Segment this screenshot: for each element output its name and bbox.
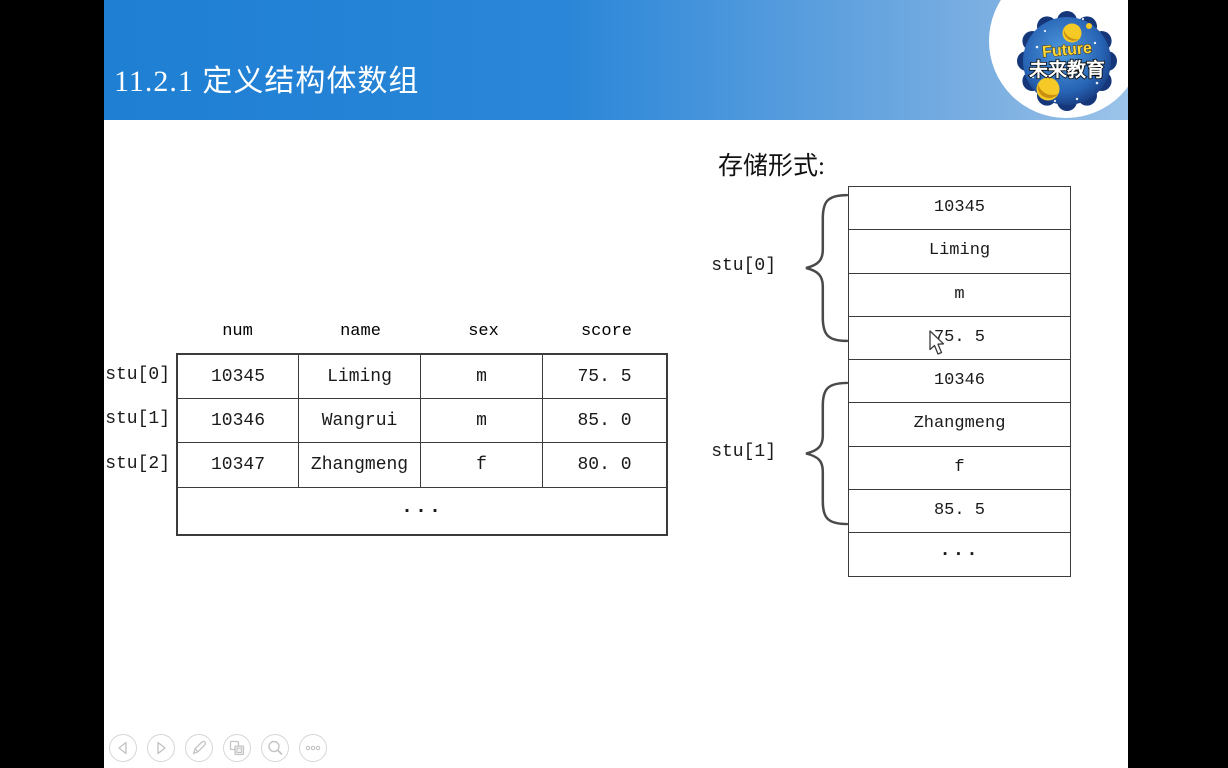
memory-cells-column: 10345 Liming m 75. 5 10346 Zhangmeng f 8… xyxy=(848,186,1071,577)
logo-text-en: Future xyxy=(1042,40,1093,61)
table-cell: m xyxy=(421,399,543,443)
memory-ellipsis-cell: ··· xyxy=(939,543,980,566)
next-slide-button[interactable] xyxy=(147,734,175,762)
next-icon xyxy=(157,741,166,755)
previous-icon xyxy=(118,741,127,755)
memory-cell: f xyxy=(849,447,1070,491)
memory-cell: 10345 xyxy=(849,187,1070,231)
memory-cell: 10346 xyxy=(849,360,1070,404)
table-cell: 85. 0 xyxy=(543,399,666,443)
struct-array-table: 10345 Liming m 75. 5 10346 Wangrui m 85.… xyxy=(176,353,668,536)
more-ellipsis-icon xyxy=(305,745,321,751)
table-cell: 10345 xyxy=(178,355,299,399)
left-letterbox-bar xyxy=(0,0,104,768)
memory-cell: m xyxy=(849,274,1070,317)
presentation-toolbar xyxy=(109,734,327,762)
slides-panel-button[interactable] xyxy=(223,734,251,762)
pen-annotate-button[interactable] xyxy=(185,734,213,762)
memory-cell: 85. 5 xyxy=(849,490,1070,534)
slide-header-band xyxy=(104,0,1128,120)
slides-icon xyxy=(229,740,245,756)
table-cell: f xyxy=(421,443,543,488)
column-header-sex: sex xyxy=(468,322,499,341)
column-header-score: score xyxy=(580,322,632,341)
table-cell: 10347 xyxy=(178,443,299,488)
slide-title: 11.2.1 定义结构体数组 xyxy=(114,65,420,98)
zoom-button[interactable] xyxy=(261,734,289,762)
logo-text-cn: 未来教育 xyxy=(1028,58,1105,81)
table-cell: Wangrui xyxy=(299,399,421,443)
table-cell: 80. 0 xyxy=(543,443,666,488)
storage-group-label-stu1: stu[1] xyxy=(711,442,776,462)
right-letterbox-bar xyxy=(1128,0,1228,768)
previous-slide-button[interactable] xyxy=(109,734,137,762)
column-header-num: num xyxy=(222,322,253,341)
magnifier-icon xyxy=(268,740,283,755)
memory-cell: Zhangmeng xyxy=(849,403,1070,447)
memory-cell: 75. 5 xyxy=(849,317,1070,361)
row-label-stu2: stu[2] xyxy=(105,454,170,474)
brace-stu0-icon xyxy=(805,193,848,343)
column-header-name: name xyxy=(340,322,381,341)
table-cell: Zhangmeng xyxy=(299,443,421,488)
row-label-stu1: stu[1] xyxy=(105,409,170,429)
row-label-stu0: stu[0] xyxy=(105,365,170,385)
table-cell: Liming xyxy=(299,355,421,399)
array-table-column-headers: num name sex score xyxy=(176,322,668,341)
memory-cell: Liming xyxy=(849,230,1070,274)
mouse-cursor-icon xyxy=(929,330,945,355)
table-cell: m xyxy=(421,355,543,399)
table-ellipsis-row: ··· xyxy=(400,499,443,523)
storage-group-label-stu0: stu[0] xyxy=(711,256,776,276)
table-cell: 75. 5 xyxy=(543,355,666,399)
storage-form-heading: 存储形式: xyxy=(718,153,825,180)
brace-stu1-icon xyxy=(805,381,848,526)
future-education-logo-icon: Future 未来教育 xyxy=(1017,11,1117,111)
more-options-button[interactable] xyxy=(299,734,327,762)
table-cell: 10346 xyxy=(178,399,299,443)
pen-icon xyxy=(192,740,206,755)
